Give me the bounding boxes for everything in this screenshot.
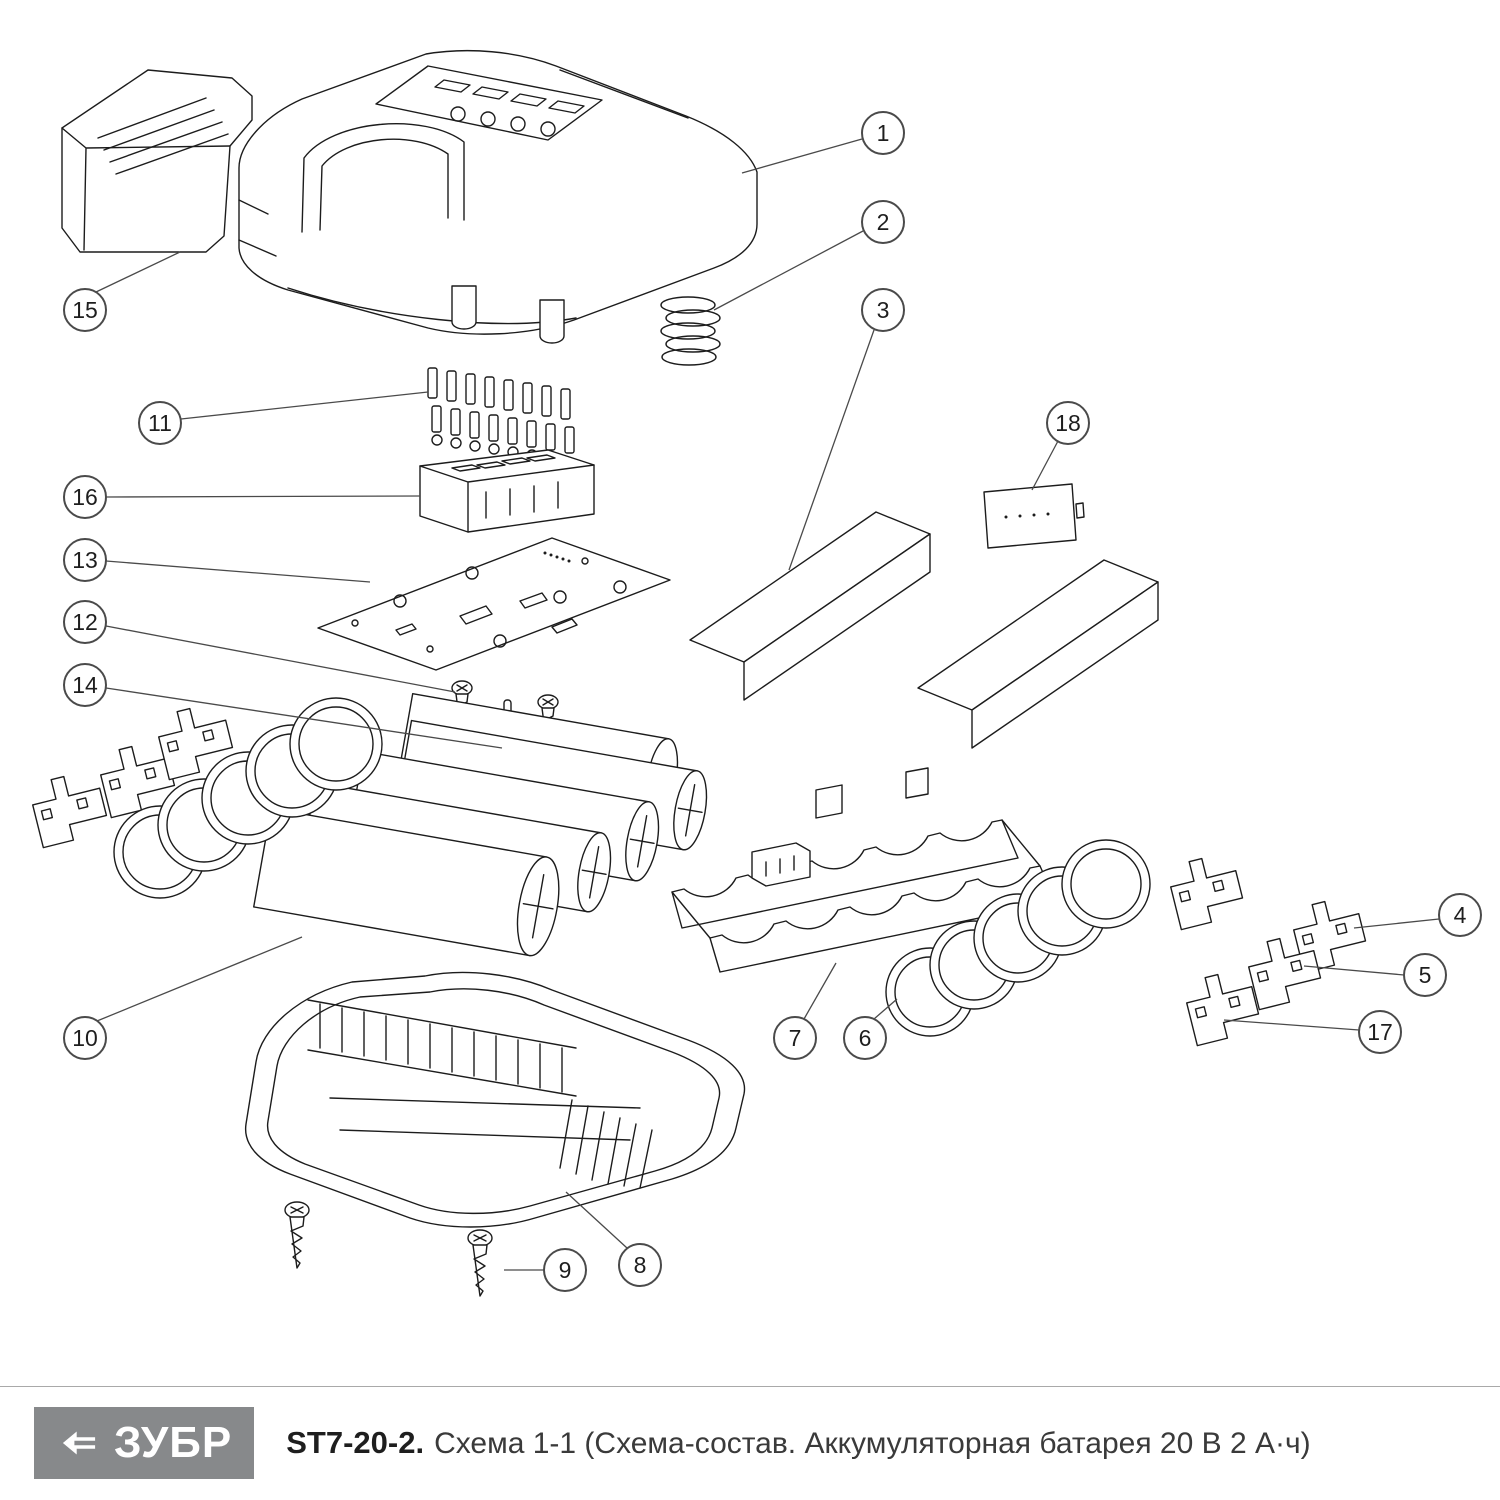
- svg-text:7: 7: [789, 1025, 802, 1051]
- part-2-spring: [660, 296, 721, 366]
- screw: [284, 1201, 310, 1269]
- svg-text:3: 3: [877, 297, 890, 323]
- callout-5: 5: [1303, 953, 1447, 997]
- svg-text:2: 2: [877, 209, 890, 235]
- contact-strip: [32, 775, 108, 849]
- part-9-screws: [284, 1201, 493, 1297]
- part-18-label: [983, 483, 1085, 549]
- callout-1: 1: [741, 111, 905, 174]
- part-16-terminal-block: [419, 449, 595, 533]
- part-15-latch-cover: [61, 69, 253, 253]
- part-11-terminal-contacts: [427, 367, 575, 461]
- cell-holder-left-rings: [113, 697, 383, 899]
- svg-text:18: 18: [1055, 410, 1081, 436]
- svg-text:11: 11: [148, 410, 172, 436]
- footer: ЗУБР ST7-20-2. Схема 1-1 (Схема-состав. А…: [0, 1386, 1500, 1499]
- svg-text:17: 17: [1367, 1019, 1393, 1045]
- part-7-cell-holder: [671, 767, 1057, 973]
- part-6-end-rings: [885, 839, 1151, 1037]
- callout-8: 8: [565, 1191, 662, 1287]
- part-13-pcb: [317, 537, 671, 671]
- part-10-battery-cells: [253, 692, 708, 957]
- zubr-logo: ЗУБР: [34, 1407, 255, 1479]
- zubr-logo-icon: [62, 1431, 96, 1455]
- svg-text:5: 5: [1419, 962, 1432, 988]
- svg-text:14: 14: [72, 672, 98, 698]
- part-3-side-plate-left: [689, 511, 931, 701]
- callout-18: 18: [1031, 401, 1090, 491]
- callout-14: 14: [63, 663, 503, 749]
- part-5-contact-clip: [1248, 937, 1322, 1011]
- contact-strips-left: [32, 707, 234, 849]
- exploded-view-diagram: 1 2 3 4 5 6 7: [32, 49, 1482, 1297]
- svg-text:8: 8: [634, 1252, 647, 1278]
- schema-title: Схема 1-1 (Схема-состав. Аккумуляторная …: [434, 1427, 1311, 1460]
- doc-title: ST7-20-2. Схема 1-1 (Схема-состав. Аккуму…: [286, 1425, 1310, 1461]
- svg-text:16: 16: [72, 484, 98, 510]
- svg-text:4: 4: [1454, 902, 1467, 928]
- svg-text:1: 1: [877, 120, 890, 146]
- callout-17: 17: [1223, 1010, 1402, 1054]
- callout-16: 16: [63, 475, 421, 519]
- battery-cell: [253, 807, 560, 957]
- callout-9: 9: [504, 1248, 587, 1292]
- svg-text:10: 10: [72, 1025, 98, 1051]
- callout-4: 4: [1353, 893, 1482, 937]
- side-plate-right: [917, 559, 1159, 749]
- callout-11: 11: [138, 391, 429, 445]
- callout-3: 3: [788, 288, 905, 571]
- svg-text:13: 13: [72, 547, 98, 573]
- part-1-top-cover: [238, 49, 758, 344]
- contact-clip-extra: [1170, 857, 1244, 931]
- svg-text:9: 9: [559, 1257, 572, 1283]
- callout-10: 10: [63, 936, 303, 1060]
- callout-12: 12: [63, 600, 456, 693]
- contact-strip: [158, 707, 234, 781]
- part-17-contact-strip: [1186, 973, 1260, 1047]
- callout-15: 15: [63, 251, 181, 332]
- callout-13: 13: [63, 538, 371, 583]
- svg-text:15: 15: [72, 297, 98, 323]
- callout-7: 7: [773, 962, 837, 1060]
- screw: [467, 1229, 493, 1297]
- svg-text:6: 6: [859, 1025, 872, 1051]
- zubr-logo-text: ЗУБР: [114, 1418, 233, 1467]
- svg-text:12: 12: [72, 609, 98, 635]
- part-8-bottom-cover: [244, 971, 746, 1228]
- callout-6: 6: [843, 998, 898, 1060]
- model-number: ST7-20-2.: [286, 1425, 425, 1460]
- callout-2: 2: [713, 200, 905, 311]
